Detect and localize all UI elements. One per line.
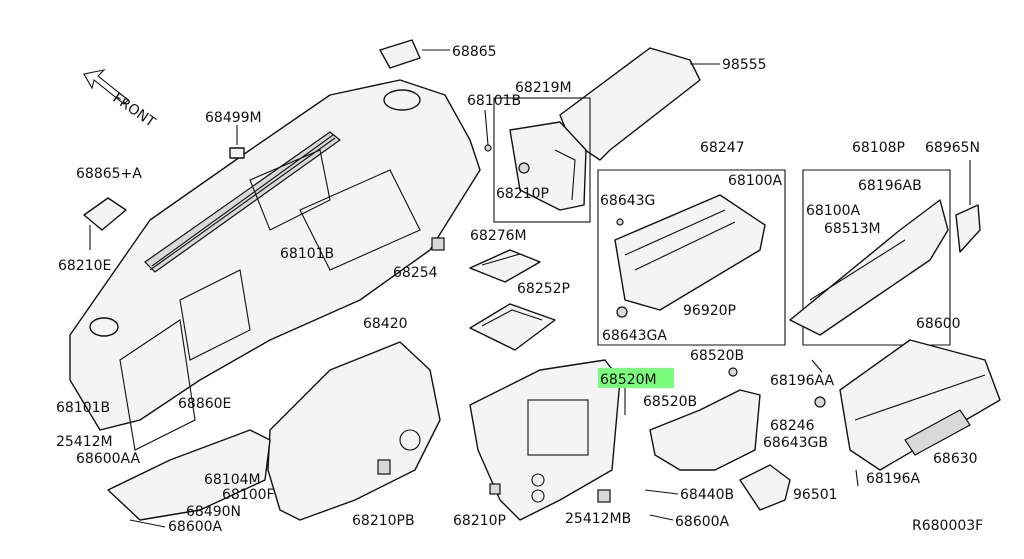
label-68600: 68600 — [916, 316, 961, 332]
dash-panel — [69, 79, 481, 451]
label-68520B-a: 68520B — [690, 348, 744, 364]
label-96920P: 96920P — [683, 303, 736, 319]
box-68247 — [597, 169, 786, 346]
part-68420 — [267, 341, 441, 521]
label-68100A-b: 68100A — [806, 203, 861, 219]
part-96501 — [739, 464, 791, 511]
box-68219M — [493, 97, 591, 223]
part-68252P — [469, 303, 556, 351]
label-68101B-left: 68101B — [56, 400, 110, 416]
label-68600A-left: 68600A — [168, 519, 223, 535]
label-68210P-b: 68210P — [453, 513, 506, 529]
part-68865 — [379, 39, 450, 69]
label-68210E: 68210E — [58, 258, 111, 274]
label-68630: 68630 — [933, 451, 978, 467]
label-68860E: 68860E — [178, 396, 231, 412]
label-68865: 68865 — [452, 44, 497, 60]
label-68196AA: 68196AA — [770, 373, 835, 389]
label-68643GA: 68643GA — [602, 328, 667, 344]
label-68643G: 68643G — [600, 193, 655, 209]
label-98555: 98555 — [722, 57, 767, 73]
label-68520B-b: 68520B — [643, 394, 697, 410]
label-68520M: 68520M — [600, 372, 657, 388]
part-68499M — [229, 147, 245, 159]
part-lower-cover — [107, 429, 271, 521]
label-68440B: 68440B — [680, 487, 734, 503]
label-68247: 68247 — [700, 140, 745, 156]
label-25412MB: 25412MB — [565, 511, 631, 527]
label-68210P-a: 68210P — [496, 186, 549, 202]
label-68490N: 68490N — [186, 504, 241, 520]
label-25412M: 25412M — [56, 434, 113, 450]
label-68100F: 68100F — [222, 487, 275, 503]
part-98555 — [559, 47, 720, 161]
front-arrow-icon — [83, 69, 129, 105]
part-68600 — [839, 339, 1001, 471]
label-68196AB: 68196AB — [858, 178, 922, 194]
label-68865A: 68865+A — [76, 166, 142, 182]
label-68108P: 68108P — [852, 140, 905, 156]
label-68254: 68254 — [393, 265, 438, 281]
label-68219M: 68219M — [515, 80, 572, 96]
reference-code: R680003F — [912, 518, 983, 534]
label-68420: 68420 — [363, 316, 408, 332]
label-68600A-right: 68600A — [675, 514, 730, 530]
label-96501: 96501 — [793, 487, 838, 503]
label-68104M: 68104M — [204, 472, 261, 488]
front-label: FRONT — [110, 90, 159, 131]
label-68499M: 68499M — [205, 110, 262, 126]
label-68513M: 68513M — [824, 221, 881, 237]
part-68865A — [83, 197, 127, 231]
label-68965N: 68965N — [925, 140, 980, 156]
label-68600AA: 68600AA — [76, 451, 141, 467]
box-68108P — [802, 169, 951, 346]
highlight-68520M — [598, 368, 674, 388]
label-68276M: 68276M — [470, 228, 527, 244]
part-68276M — [469, 249, 541, 283]
label-68101B-mid: 68101B — [280, 246, 334, 262]
label-68100A-a: 68100A — [728, 173, 783, 189]
label-68210PB: 68210PB — [352, 513, 415, 529]
label-68246: 68246 — [770, 418, 815, 434]
label-68643GB: 68643GB — [763, 435, 828, 451]
part-68246 — [649, 389, 761, 471]
label-68252P: 68252P — [517, 281, 570, 297]
label-68196A: 68196A — [866, 471, 921, 487]
